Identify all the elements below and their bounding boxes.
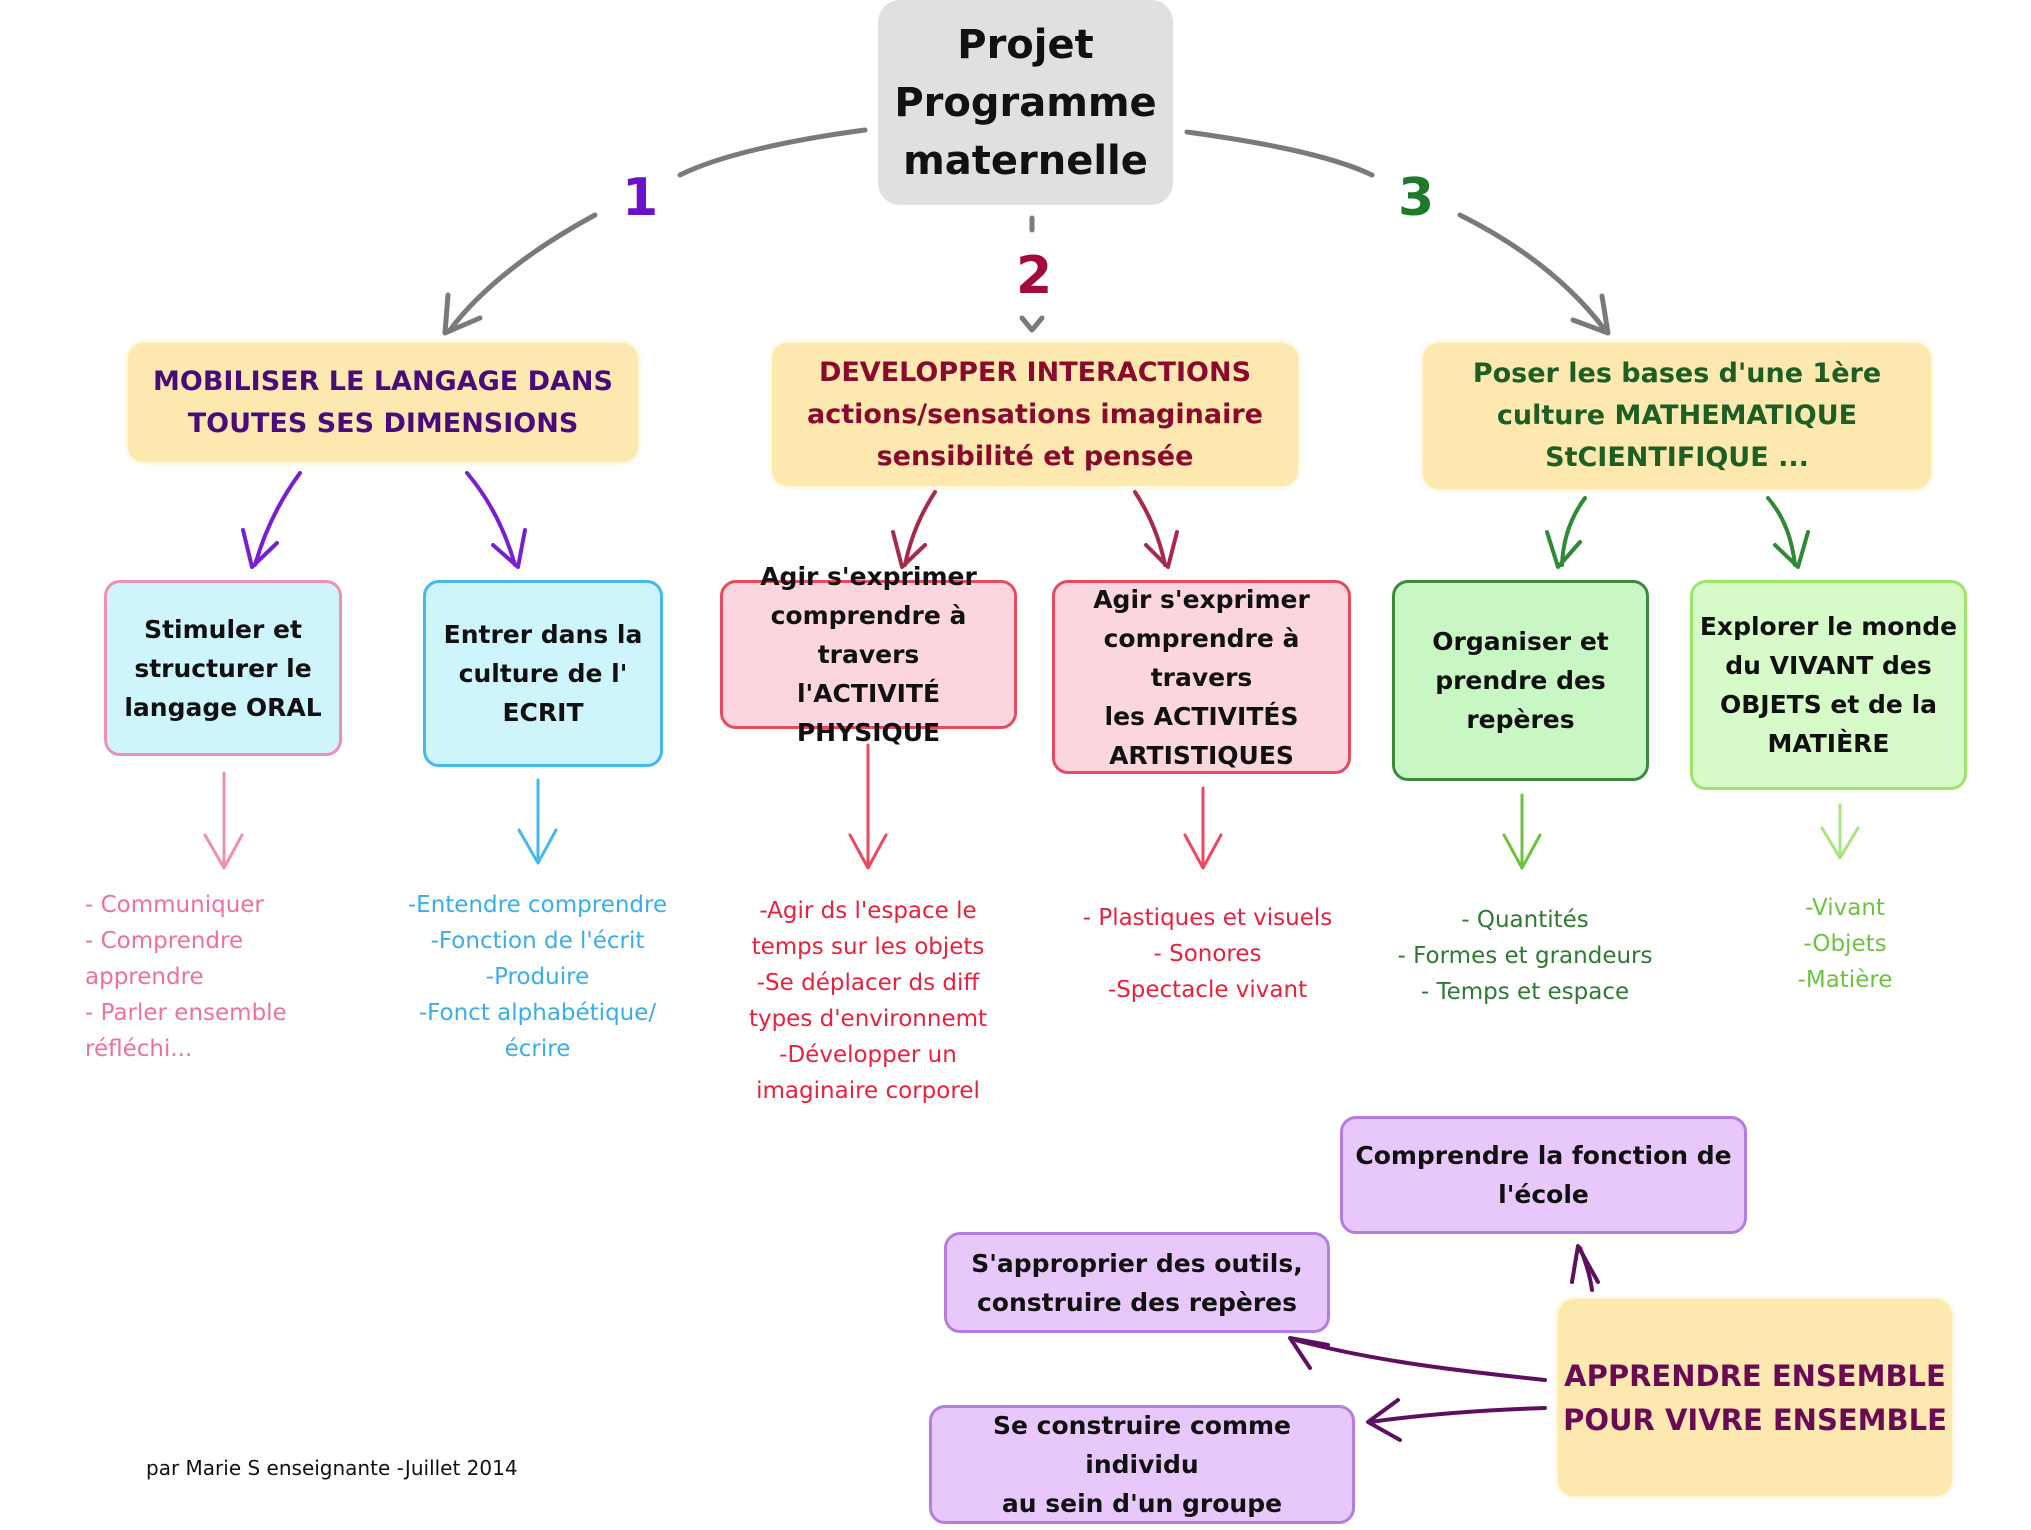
arrow-branch1-oral bbox=[253, 471, 302, 567]
central-topic[interactable]: Projet Programme maternelle bbox=[878, 0, 1173, 205]
arrowhead-branch1-ecrit bbox=[491, 528, 527, 569]
subtopic-fonction-ecole[interactable]: Comprendre la fonction de l'école bbox=[1340, 1116, 1747, 1234]
list-activite-physique: -Agir ds l'espace le temps sur les objet… bbox=[748, 898, 988, 1104]
arrow-branch2-artistique bbox=[1133, 490, 1167, 567]
arrowhead-branch2-physique bbox=[891, 530, 927, 569]
subtopic-langage-oral[interactable]: Stimuler et structurer le langage ORAL bbox=[104, 580, 342, 756]
branch-number-3: 3 bbox=[1398, 168, 1435, 228]
list-culture-ecrit: -Entendre comprendre -Fonction de l'écri… bbox=[407, 892, 668, 1062]
arrow-branch3-organiser bbox=[1560, 496, 1587, 567]
connector-center-branch3-lower bbox=[1457, 212, 1608, 333]
list-langage-oral: - Communiquer - Comprendre apprendre - P… bbox=[85, 892, 287, 1062]
arrow-branch2-physique bbox=[903, 490, 937, 567]
arrowhead-ensemble-individu bbox=[1366, 1398, 1402, 1442]
subtopic-organiser-reperes[interactable]: Organiser et prendre des repères bbox=[1392, 580, 1649, 781]
subtopic-explorer-monde[interactable]: Explorer le monde du VIVANT des OBJETS e… bbox=[1690, 580, 1967, 790]
subtopic-activites-artistiques[interactable]: Agir s'exprimer comprendre à travers les… bbox=[1052, 580, 1351, 774]
arrowhead-ensemble-ecole bbox=[1570, 1244, 1600, 1284]
arrowhead-branch3-organiser bbox=[1545, 530, 1582, 569]
subtopic-individu-groupe[interactable]: Se construire comme individu au sein d'u… bbox=[929, 1405, 1355, 1524]
list-organiser-reperes: - Quantités - Formes et grandeurs - Temp… bbox=[1397, 907, 1653, 1005]
subtopic-culture-ecrit-label: Entrer dans la culture de l' ECRIT bbox=[443, 620, 643, 727]
arrowhead-organiser-list bbox=[1502, 833, 1542, 870]
central-topic-label: Projet Programme maternelle bbox=[894, 21, 1157, 184]
branch-number-2: 2 bbox=[1016, 246, 1053, 306]
arrowhead-oral-list bbox=[203, 833, 244, 870]
subtopic-organiser-reperes-label: Organiser et prendre des repères bbox=[1432, 627, 1609, 734]
subtopic-outils-reperes[interactable]: S'approprier des outils, construire des … bbox=[944, 1232, 1330, 1333]
ensemble-topic-title: APPRENDRE ENSEMBLE POUR VIVRE ENSEMBLE bbox=[1563, 1358, 1947, 1437]
arrowhead-branch1-oral bbox=[241, 528, 279, 569]
connector-center-branch1 bbox=[677, 127, 868, 178]
list-activites-artistiques: - Plastiques et visuels - Sonores -Spect… bbox=[1082, 905, 1333, 1003]
arrowhead-branch2 bbox=[1019, 315, 1045, 333]
arrowhead-branch3-explorer bbox=[1773, 530, 1810, 569]
subtopic-activite-physique[interactable]: Agir s'exprimer comprendre à travers l'A… bbox=[720, 562, 1017, 747]
list-explorer-monde: -Vivant -Objets -Matière bbox=[1797, 895, 1893, 993]
branch-2-title: DEVELOPPER INTERACTIONS actions/sensatio… bbox=[807, 356, 1263, 472]
arrowhead-branch2-artistique bbox=[1144, 530, 1179, 569]
arrowhead-branch1 bbox=[442, 292, 483, 336]
subtopic-individu-groupe-label: Se construire comme individu au sein d'u… bbox=[992, 1411, 1292, 1518]
arrow-branch1-ecrit bbox=[465, 471, 517, 567]
arrowhead-ensemble-outils bbox=[1288, 1336, 1330, 1370]
arrowhead-ecrit-list bbox=[517, 828, 558, 865]
subtopic-explorer-monde-label: Explorer le monde du VIVANT des OBJETS e… bbox=[1699, 612, 1958, 758]
arrowhead-explorer-list bbox=[1820, 826, 1860, 860]
branch-2-topic[interactable]: DEVELOPPER INTERACTIONS actions/sensatio… bbox=[772, 343, 1298, 486]
arrow-ensemble-individu bbox=[1368, 1406, 1547, 1424]
subtopic-fonction-ecole-label: Comprendre la fonction de l'école bbox=[1355, 1141, 1732, 1209]
subtopic-activites-artistiques-label: Agir s'exprimer comprendre à travers les… bbox=[1093, 584, 1310, 770]
branch-3-title: Poser les bases d'une 1ère culture MATHE… bbox=[1472, 358, 1882, 473]
subtopic-outils-reperes-label: S'approprier des outils, construire des … bbox=[971, 1248, 1303, 1317]
branch-3-topic[interactable]: Poser les bases d'une 1ère culture MATHE… bbox=[1423, 343, 1931, 489]
author-credit: par Marie S enseignante -Juillet 2014 bbox=[146, 1456, 518, 1480]
arrowhead-artistique-list bbox=[1183, 833, 1223, 870]
arrowhead-branch3 bbox=[1570, 293, 1611, 336]
subtopic-langage-oral-label: Stimuler et structurer le langage ORAL bbox=[124, 614, 322, 722]
subtopic-culture-ecrit[interactable]: Entrer dans la culture de l' ECRIT bbox=[423, 580, 663, 767]
connector-center-branch3 bbox=[1184, 129, 1375, 178]
arrow-ensemble-outils bbox=[1293, 1338, 1547, 1382]
connector-center-branch1-lower bbox=[447, 212, 598, 333]
branch-1-title: MOBILISER LE LANGAGE DANS TOUTES SES DIM… bbox=[153, 365, 613, 439]
subtopic-activite-physique-label: Agir s'exprimer comprendre à travers l'A… bbox=[760, 562, 977, 747]
arrow-branch3-explorer bbox=[1766, 496, 1797, 567]
ensemble-topic[interactable]: APPRENDRE ENSEMBLE POUR VIVRE ENSEMBLE bbox=[1558, 1299, 1952, 1496]
branch-number-1: 1 bbox=[622, 168, 659, 228]
arrowhead-physique-list bbox=[848, 833, 888, 870]
branch-1-topic[interactable]: MOBILISER LE LANGAGE DANS TOUTES SES DIM… bbox=[128, 343, 638, 462]
